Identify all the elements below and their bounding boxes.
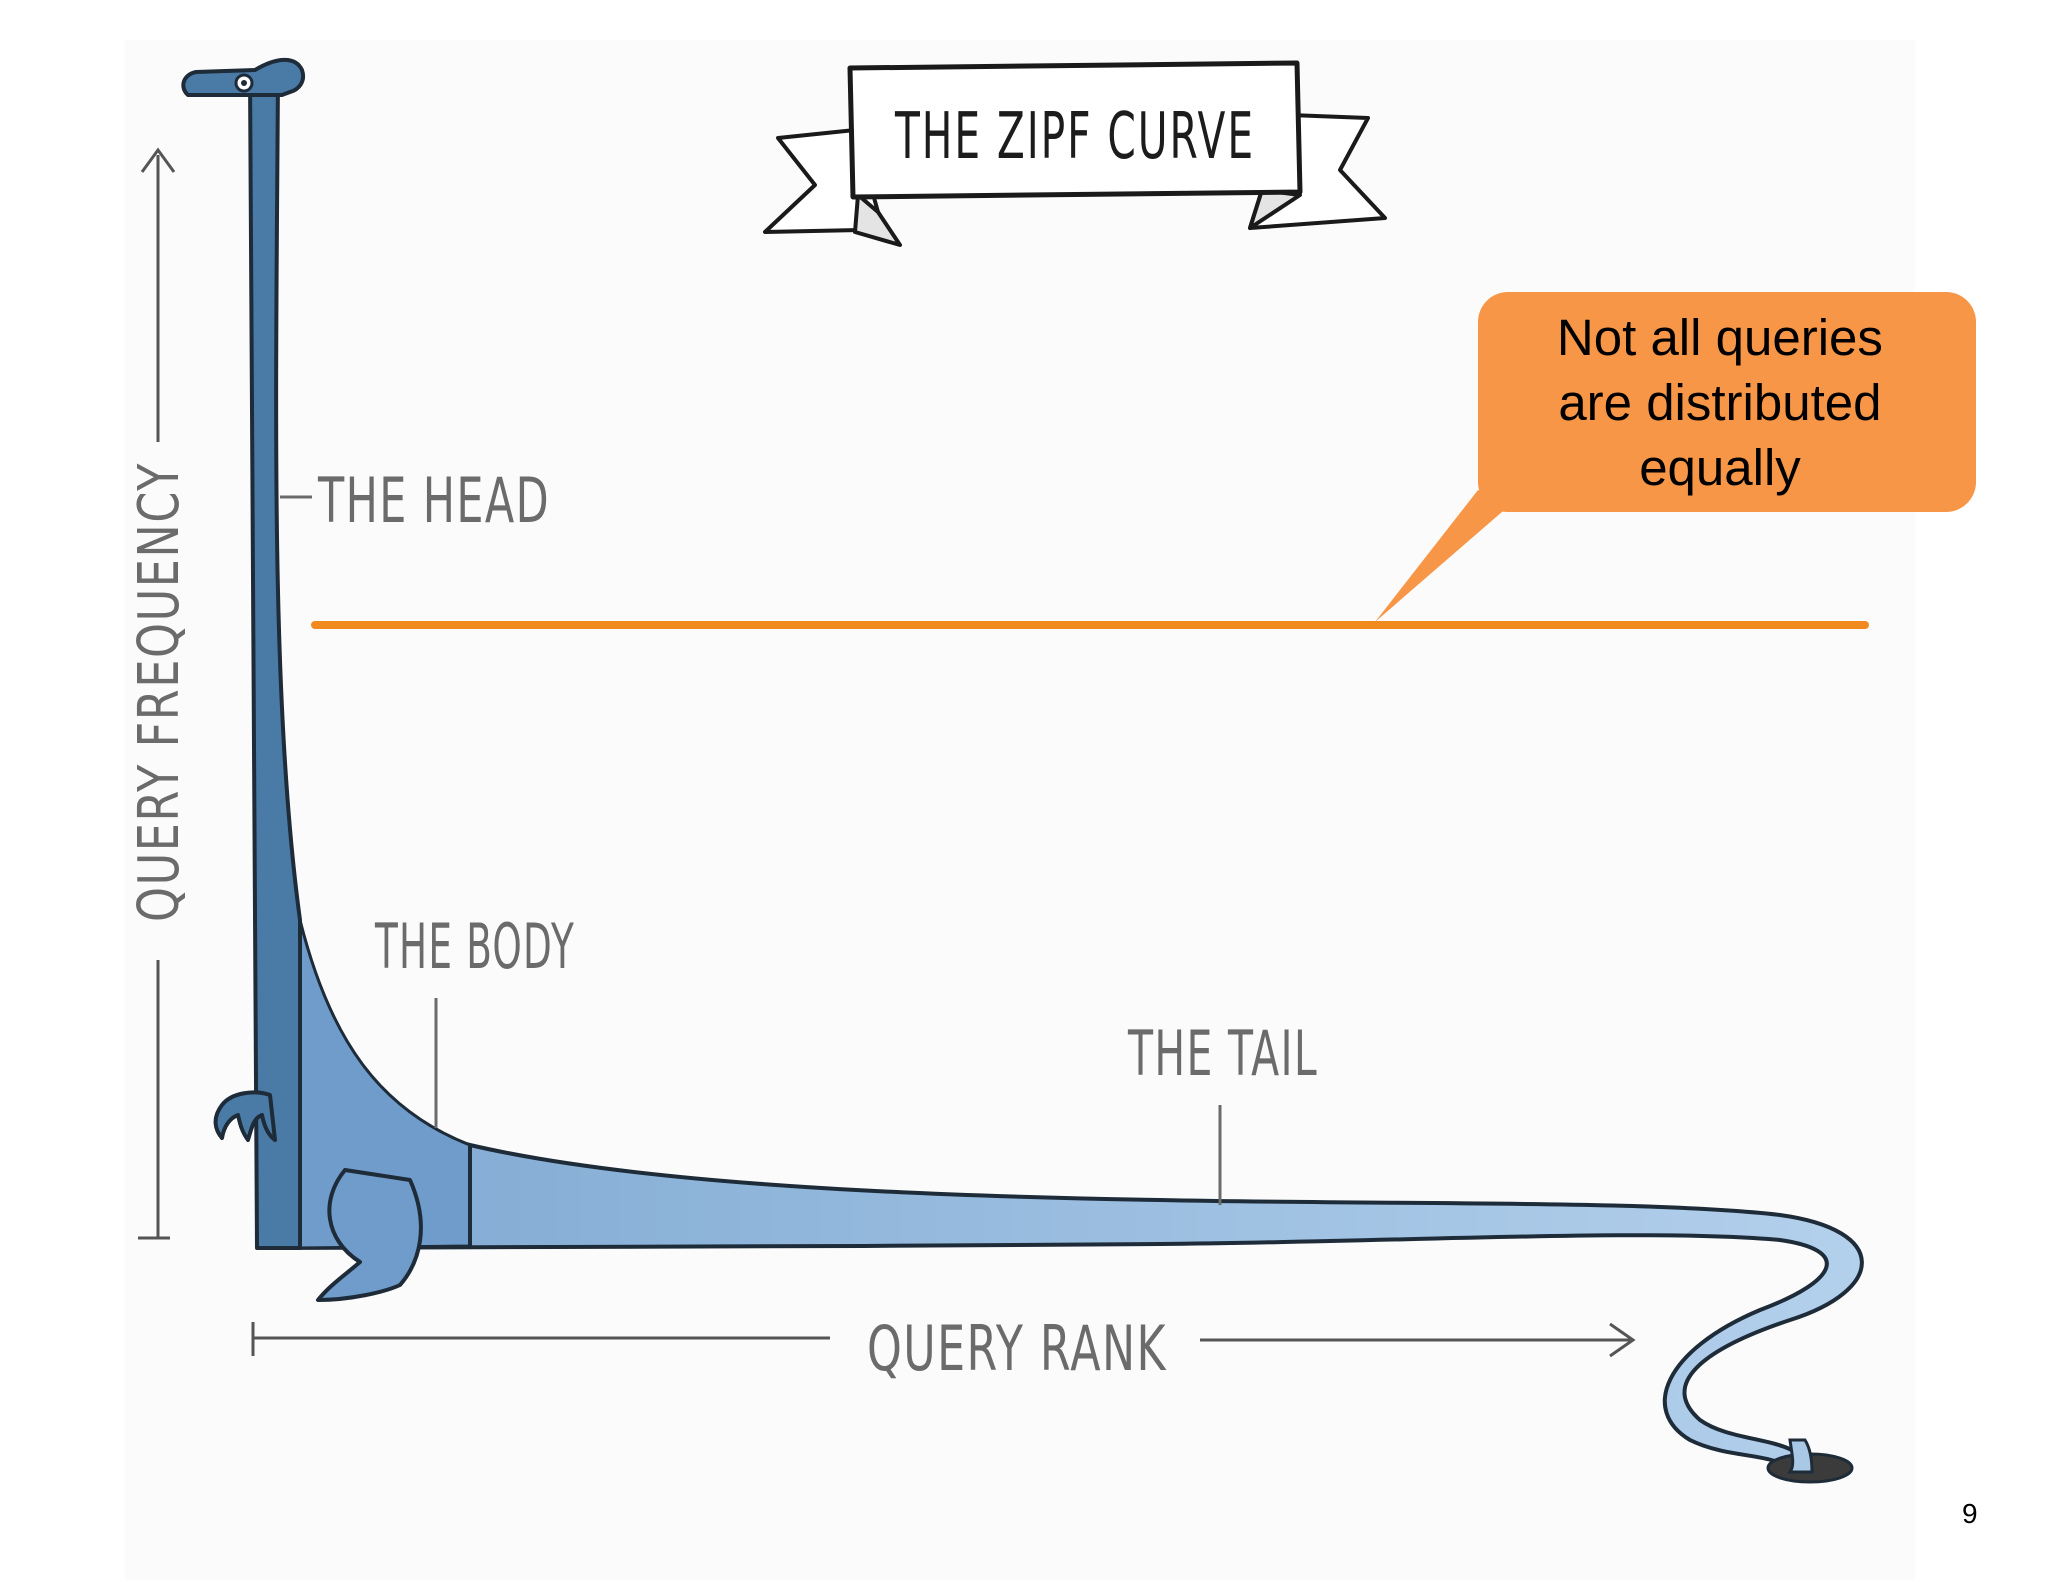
y-axis: QUERY FREQUENCY — [127, 147, 192, 1240]
callout-line-2: are distributed — [1558, 374, 1881, 431]
tail-label: THE TAIL — [1127, 1017, 1318, 1090]
title-banner: THE ZIPF CURVE — [763, 60, 1387, 247]
zipf-dinosaur — [181, 57, 1864, 1484]
x-axis: QUERY RANK — [251, 1312, 1636, 1385]
callout-pointer — [1375, 490, 1510, 622]
body-label: THE BODY — [374, 910, 575, 983]
dinosaur-neck — [248, 73, 302, 1250]
dinosaur-body — [298, 919, 472, 1250]
callout-line-3: equally — [1639, 439, 1801, 496]
dinosaur-leg — [316, 1168, 423, 1302]
callout-text: Not all queries are distributed equally — [1557, 309, 1897, 496]
callout-box — [1478, 292, 1976, 512]
callout: Not all queries are distributed equally — [1375, 292, 1976, 622]
tail-label-group: THE TAIL — [1127, 1017, 1318, 1205]
y-axis-label: QUERY FREQUENCY — [127, 462, 192, 922]
callout-line-1: Not all queries — [1557, 309, 1883, 366]
page-number: 9 — [1962, 1498, 1978, 1529]
head-label: THE HEAD — [317, 464, 550, 537]
dinosaur-arm — [213, 1090, 277, 1142]
body-label-group: THE BODY — [374, 910, 575, 1128]
x-axis-label: QUERY RANK — [867, 1312, 1167, 1385]
banner-title: THE ZIPF CURVE — [894, 100, 1255, 174]
head-label-group: THE HEAD — [280, 464, 550, 537]
dinosaur-tail — [260, 878, 1864, 1474]
